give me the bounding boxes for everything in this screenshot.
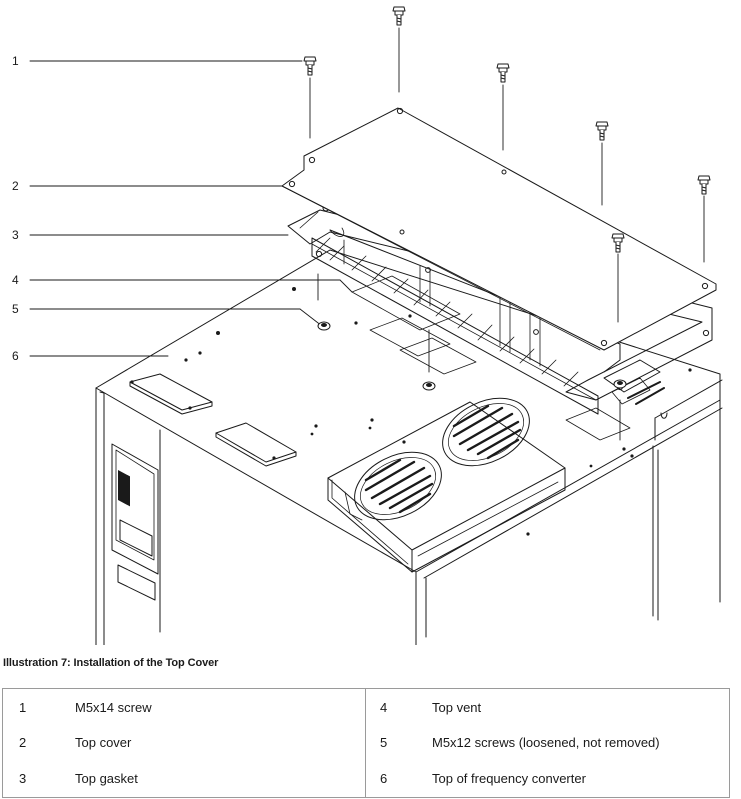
installation-illustration: 1 2 3 4 5 6 (12, 6, 723, 646)
table-row: 2 Top cover 5 M5x12 screws (loosened, no… (3, 725, 730, 761)
legend-table: 1 M5x14 screw 4 Top vent 2 Top cover 5 M… (2, 688, 730, 798)
leader-lines (29, 60, 353, 357)
illustration-caption: Illustration 7: Installation of the Top … (3, 657, 219, 669)
legend-description: M5x14 screw (75, 688, 366, 726)
surface-holes (130, 287, 692, 536)
m5x14-screws (303, 6, 711, 253)
legend-description: Top gasket (75, 760, 366, 798)
legend-number: 1 (19, 699, 27, 715)
fan-grille-2 (442, 397, 530, 467)
fan-housing (327, 397, 566, 573)
exploded-view-drawing (29, 6, 723, 646)
table-row: 1 M5x14 screw 4 Top vent (3, 688, 730, 726)
legend-description: M5x12 screws (loosened, not removed) (432, 735, 660, 751)
callout-4: 4 (12, 273, 19, 287)
fan-grille-1 (354, 451, 442, 521)
top-surface-plates (129, 275, 631, 467)
legend-number: 2 (19, 735, 27, 751)
converter-body (95, 249, 723, 646)
legend-number: 4 (380, 699, 388, 715)
callout-1: 1 (12, 54, 19, 68)
legend-number: 6 (380, 771, 388, 787)
callout-3: 3 (12, 228, 19, 242)
legend-number: 3 (19, 771, 27, 787)
top-vent (311, 227, 665, 415)
legend-number: 5 (380, 735, 388, 751)
screw-guide-lines (309, 27, 705, 441)
callout-5: 5 (12, 302, 19, 316)
table-row: 3 Top gasket 6 Top of frequency converte… (3, 760, 730, 798)
callout-6: 6 (12, 349, 19, 363)
legend-description: Top of frequency converter (432, 771, 586, 787)
legend-description: Top vent (432, 699, 482, 715)
display-panel (111, 443, 159, 601)
legend-description: Top cover (75, 725, 366, 761)
m5x12-screws (317, 321, 627, 391)
callout-2: 2 (12, 179, 19, 193)
top-cover (281, 107, 717, 351)
